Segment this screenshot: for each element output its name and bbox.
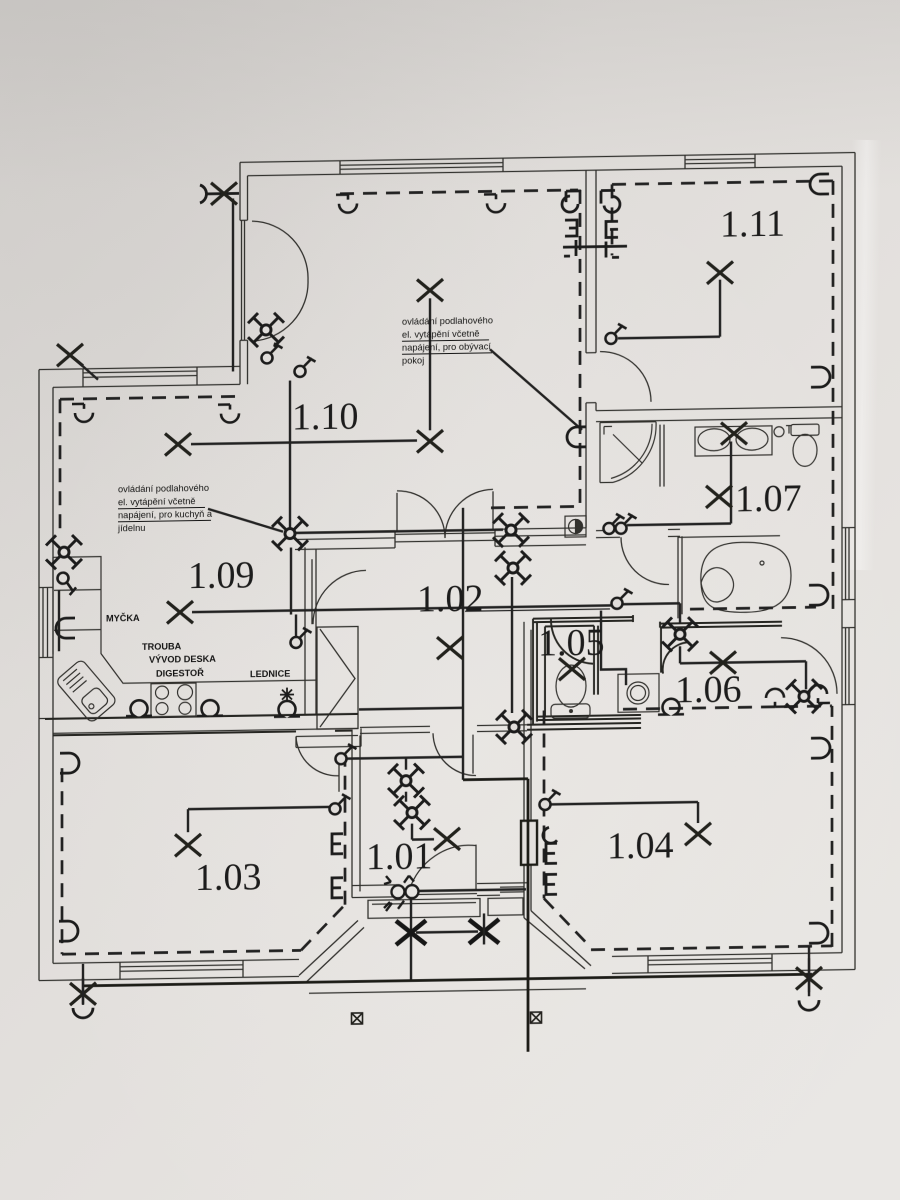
svg-text:ovládání podlahového: ovládání podlahového: [118, 483, 209, 494]
svg-text:DIGESTOŘ: DIGESTOŘ: [156, 667, 204, 679]
svg-text:1.03: 1.03: [195, 856, 261, 899]
svg-text:MYČKA: MYČKA: [106, 612, 140, 624]
svg-text:1.09: 1.09: [188, 554, 254, 597]
svg-text:1.06: 1.06: [675, 668, 741, 711]
svg-text:el. vytápění včetně: el. vytápění včetně: [118, 496, 196, 507]
svg-text:1.10: 1.10: [292, 395, 358, 438]
svg-text:TROUBA: TROUBA: [142, 641, 182, 652]
svg-text:1.11: 1.11: [720, 203, 785, 246]
svg-text:napájení, pro obývací: napájení, pro obývací: [402, 341, 491, 352]
svg-text:LEDNICE: LEDNICE: [250, 669, 290, 680]
svg-text:VÝVOD DESKA: VÝVOD DESKA: [149, 653, 216, 665]
svg-text:el. vytápění včetně: el. vytápění včetně: [402, 329, 480, 340]
svg-text:1.02: 1.02: [417, 577, 483, 620]
svg-text:napájení, pro kuchyň a: napájení, pro kuchyň a: [118, 509, 213, 521]
svg-text:pokoj: pokoj: [402, 355, 424, 365]
svg-text:1.05: 1.05: [538, 622, 604, 665]
svg-text:jídelnu: jídelnu: [117, 523, 145, 533]
svg-text:1.01: 1.01: [366, 835, 432, 878]
svg-text:1.07: 1.07: [735, 477, 801, 520]
svg-text:1.04: 1.04: [607, 824, 673, 867]
svg-text:ovládání podlahového: ovládání podlahového: [402, 315, 493, 326]
